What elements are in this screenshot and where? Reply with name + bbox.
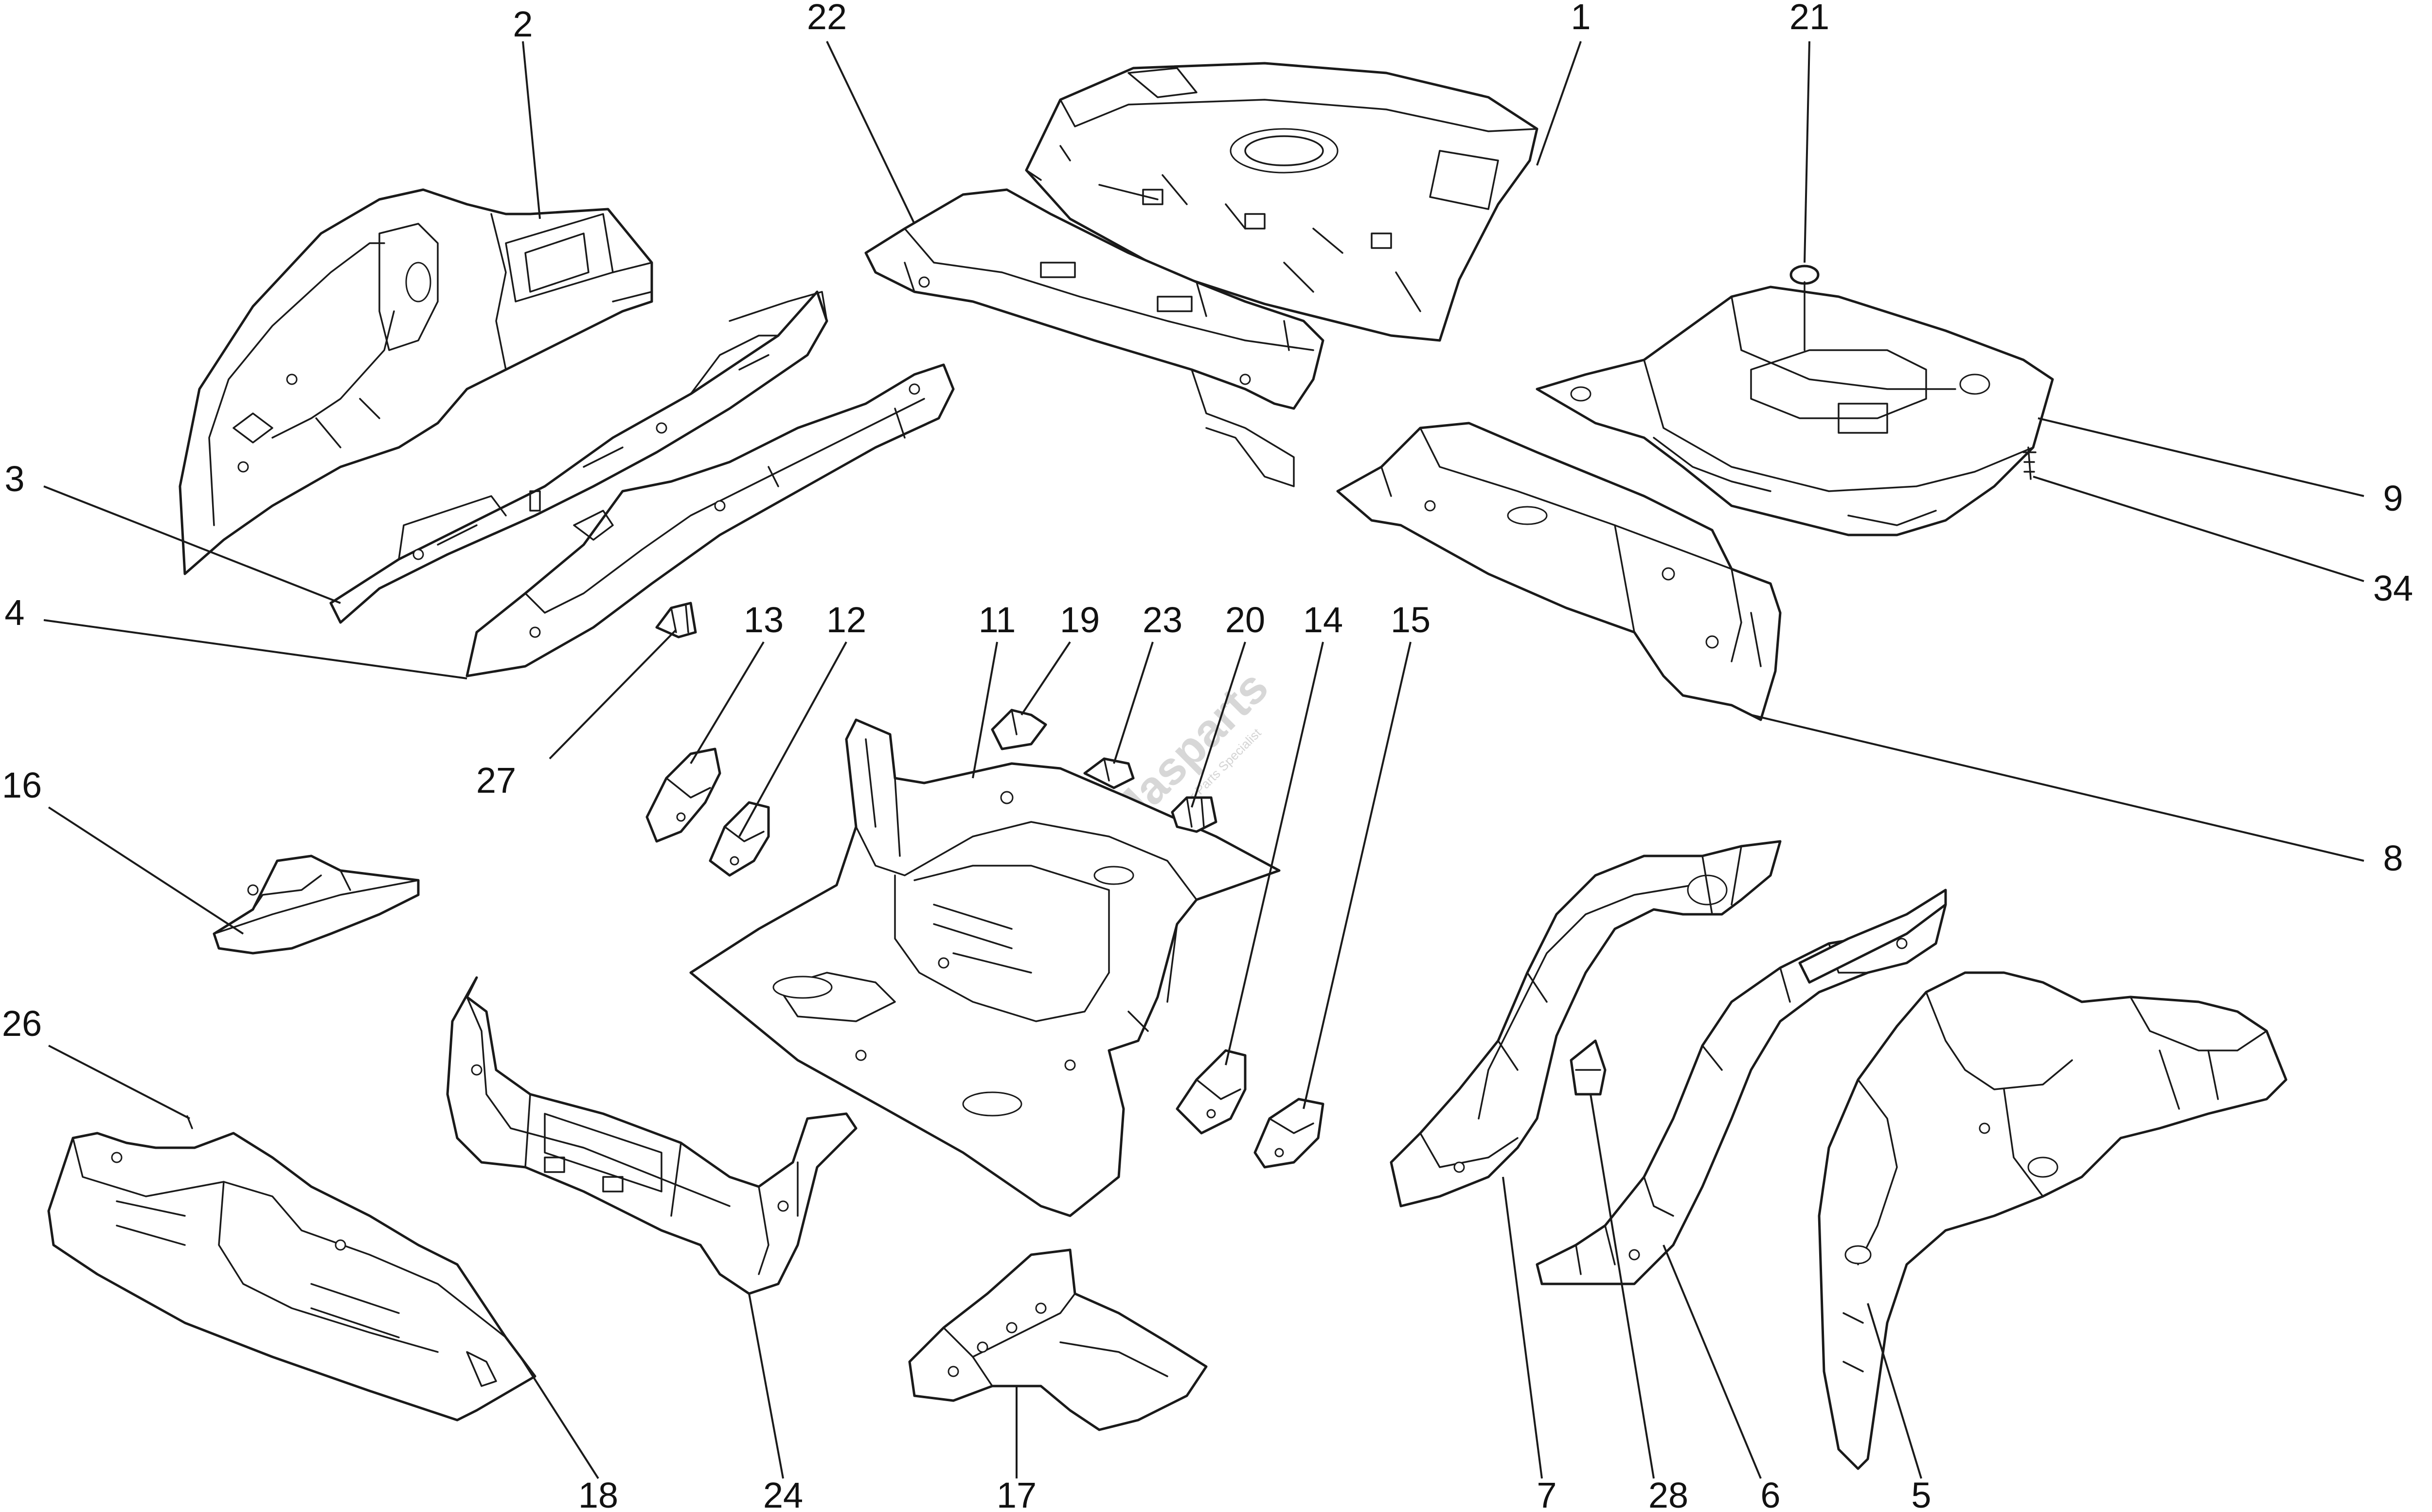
part-4-longitudinal-member [465,363,955,677]
callout-19: 19 [1060,600,1100,640]
callout-3: 3 [4,459,24,499]
part-13-bracket [645,747,721,843]
callout-5: 5 [1911,1475,1931,1512]
leader-lines [43,41,2364,1479]
part-20-bracket [1171,796,1217,833]
callout-17: 17 [997,1475,1037,1512]
callout-23: 23 [1143,600,1182,640]
callout-34: 34 [2373,568,2413,608]
callout-12: 12 [826,600,866,640]
callout-22: 22 [807,0,847,37]
callout-11: 11 [979,600,1016,640]
callout-4: 4 [4,592,24,633]
part-6-wheel-arch [1536,889,1947,1285]
part-12-bracket [709,801,770,877]
callout-7: 7 [1537,1475,1556,1512]
part-9-boot-floor [1536,285,2054,536]
part-28-plate [1570,1039,1607,1096]
part-23-bracket [1083,757,1135,789]
callout-13: 13 [744,600,784,640]
part-8-rear-cross-member [1336,422,1782,721]
part-7-wheel-arch [1390,840,1782,1208]
part-1-rear-parcel-shelf [1025,62,1538,342]
part-19-bracket [991,709,1047,750]
callout-20: 20 [1225,600,1265,640]
part-15-bracket [1253,1098,1324,1169]
callout-24: 24 [763,1475,803,1512]
part-16-cross-channel [213,854,420,955]
callout-21: 21 [1789,0,1829,37]
part-3-longitudinal-member [329,290,828,624]
part-21-plug [1789,265,1820,351]
callout-26: 26 [2,1003,42,1044]
callout-6: 6 [1760,1475,1780,1512]
callout-2: 2 [513,4,533,44]
callout-1: 1 [1571,0,1591,37]
callout-15: 15 [1391,600,1431,640]
callout-14: 14 [1303,600,1343,640]
part-14-bracket [1176,1049,1247,1135]
part-24-cross-member [446,976,858,1295]
part-34-stud [2022,446,2037,480]
callout-27: 27 [476,760,516,800]
part-11-rear-floor-panel [689,718,1281,1217]
part-27-bracket [655,602,697,639]
callout-8: 8 [2383,838,2403,878]
callout-16: 16 [2,765,42,805]
part-18-tunnel-channel [47,1132,536,1422]
part-17-floor-bracket [908,1248,1208,1431]
callout-9: 9 [2383,478,2403,518]
callout-28: 28 [1648,1475,1688,1512]
part-22-rear-cross-member [864,188,1324,487]
part-2-wheelhouse-assembly [179,188,653,575]
callout-18: 18 [578,1475,618,1512]
part-5-wheelhouse-assembly [1818,971,2288,1470]
